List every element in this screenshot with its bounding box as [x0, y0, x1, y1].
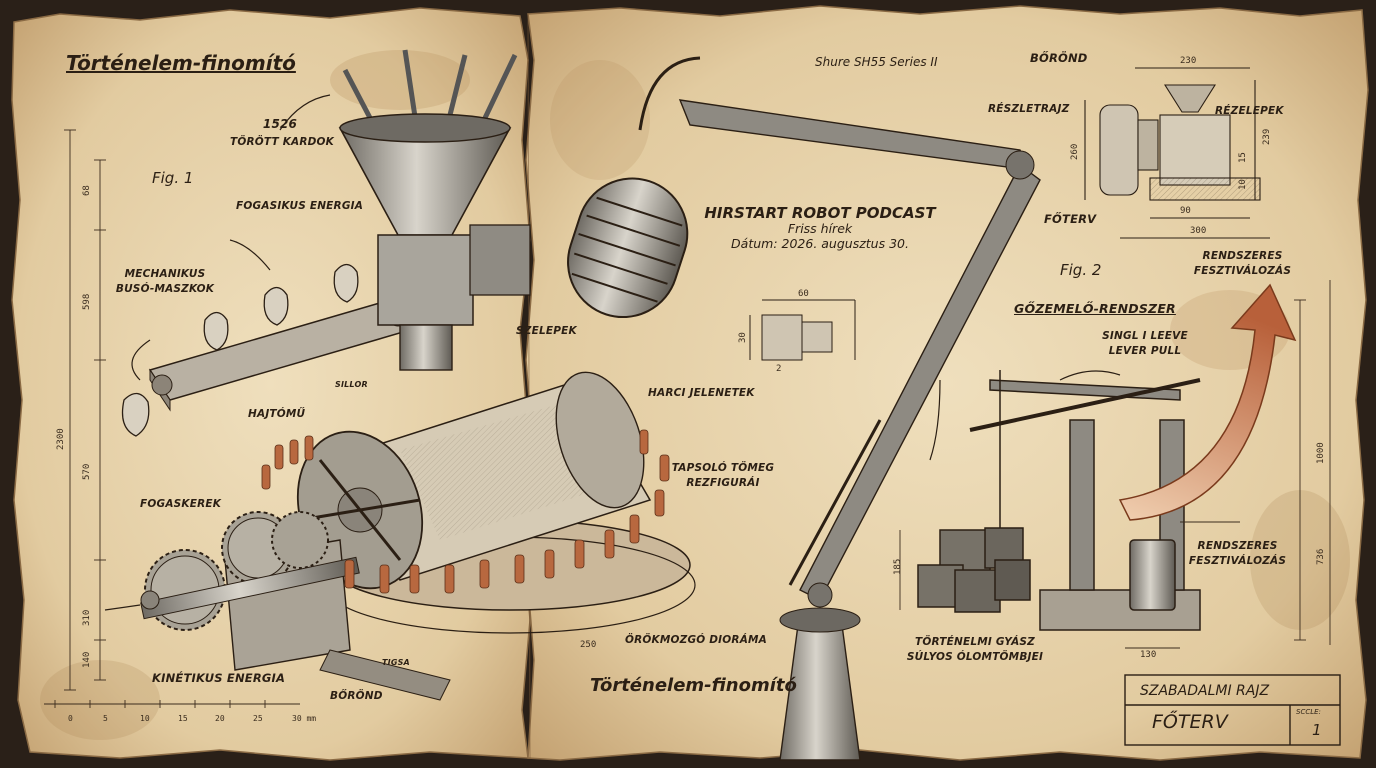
grief-label-1: TÖRTÉNELMI GYÁSZ	[915, 636, 1035, 648]
sword-funnel	[338, 49, 531, 371]
lever-label-1: SINGL I LEEVE	[1102, 330, 1188, 342]
podcast-block: HIRSTART ROBOT PODCAST Friss hírek Dátum…	[700, 204, 940, 251]
figure-1-label: Fig. 1	[152, 169, 194, 187]
dim-left-mid: 598	[82, 293, 92, 310]
motion-arrows	[104, 94, 1121, 611]
dim-top-height: 239	[1262, 128, 1272, 145]
title-top: Történelem-finomító	[66, 51, 296, 75]
title-block-frame	[1124, 674, 1341, 746]
dim-detail-height: 30	[738, 332, 748, 343]
scale-value: 1	[1312, 721, 1322, 739]
dim-top-base2: 300	[1190, 226, 1207, 236]
dim-left-b1: 310	[82, 609, 92, 626]
sillor-label: SILLOR	[335, 380, 368, 389]
left-dimension-line	[44, 129, 300, 708]
diorama-label: ÖRÖKMOZGÓ DIORÁMA	[625, 634, 767, 646]
steam-engine	[917, 283, 1297, 631]
main-plan-label: FŐTERV	[1044, 212, 1097, 226]
crowd-label-2: REZFIGURÁI	[686, 477, 760, 489]
swords-year-label: 1526	[262, 117, 298, 131]
lever-label-2: LEVER PULL	[1108, 345, 1182, 357]
dim-engine-width: 130	[1140, 650, 1157, 660]
dim-detail-width: 60	[798, 289, 809, 299]
masks-label-2: BUSÓ-MASZKOK	[115, 283, 215, 295]
festival-right-label-1: RENDSZERES	[1197, 540, 1278, 552]
suitcase-top-label: BŐRÖND	[1030, 51, 1088, 65]
dim-top-inner: 15	[1238, 152, 1248, 163]
gears-label: FOGASKEREK	[140, 498, 222, 510]
scale-tick: 15	[178, 714, 188, 723]
dim-blocks-height: 185	[893, 558, 903, 575]
scale-label: SCCLE:	[1296, 708, 1321, 716]
valves-label: SZELEPEK	[516, 325, 577, 337]
fogasikus-label: FOGASIKUS ENERGIA	[236, 200, 364, 212]
detail-part	[749, 299, 856, 361]
patent-label: SZABADALMI RAJZ	[1140, 683, 1270, 699]
dim-detail-small: 2	[776, 364, 782, 374]
copper-parts-label: RÉZELEPEK	[1215, 105, 1284, 117]
scale-tick: 10	[140, 714, 150, 723]
podcast-date: Dátum: 2026. augusztus 30.	[731, 235, 909, 251]
plan-label: FŐTERV	[1152, 711, 1228, 733]
scale-tick: 25	[253, 714, 263, 723]
dim-left-low: 570	[82, 463, 92, 480]
dim-top-inner2: 10	[1238, 179, 1248, 190]
masks-label-1: MECHANIKUS	[124, 268, 206, 280]
grief-label-2: SÚLYOS ÓLOMTÖMBJEI	[906, 651, 1044, 663]
dim-right-total: 1000	[1316, 442, 1326, 464]
suitcase-bottom-label: BŐRÖND	[330, 690, 383, 702]
podcast-subtitle: Friss hírek	[787, 221, 853, 237]
dim-top-base: 90	[1180, 206, 1191, 216]
dim-left-b2: 140	[82, 651, 92, 668]
festival-right-label-2: FESZTIVÁLOZÁS	[1188, 555, 1287, 567]
dim-right-low: 736	[1316, 548, 1326, 565]
dim-top-width: 230	[1180, 56, 1197, 66]
dim-left-top: 68	[82, 185, 92, 196]
base-plate-label: TIGSA	[382, 658, 410, 667]
right-dimension-line	[899, 280, 1331, 649]
copper-crowd	[261, 429, 670, 594]
top-schematic	[1084, 67, 1270, 239]
detail-label: RÉSZLETRAJZ	[988, 103, 1070, 115]
title-bottom: Történelem-finomító	[590, 675, 797, 696]
podcast-title: HIRSTART ROBOT PODCAST	[704, 204, 936, 222]
crowd-label-1: TAPSOLÓ TÖMEG	[671, 462, 775, 474]
scale-tick: 30 mm	[292, 714, 317, 723]
gear-train	[140, 511, 360, 631]
dim-left-total: 2300	[56, 428, 66, 450]
microphone-boom	[567, 56, 1041, 761]
scale-tick: 0	[68, 714, 73, 723]
battle-drum	[224, 371, 696, 701]
festival-top-label-2: FESZTIVÁLOZÁS	[1193, 265, 1292, 277]
dim-top-left-height: 260	[1070, 143, 1080, 160]
festival-top-label-1: RENDSZERES	[1202, 250, 1283, 262]
dim-diorama: 250	[580, 640, 597, 650]
scale-tick: 5	[103, 714, 108, 723]
drive-label: HAJTÓMŰ	[248, 408, 306, 420]
swords-label: TÖRÖTT KARDOK	[229, 136, 335, 148]
kinetic-label: KINÉTIKUS ENERGIA	[152, 671, 286, 685]
microphone-label: Shure SH55 Series II	[815, 55, 938, 69]
scale-tick: 20	[215, 714, 225, 723]
figure-2-label: Fig. 2	[1060, 261, 1102, 279]
battle-label: HARCI JELENETEK	[648, 387, 755, 399]
steam-label: GŐZEMELŐ-RENDSZER	[1014, 301, 1176, 316]
